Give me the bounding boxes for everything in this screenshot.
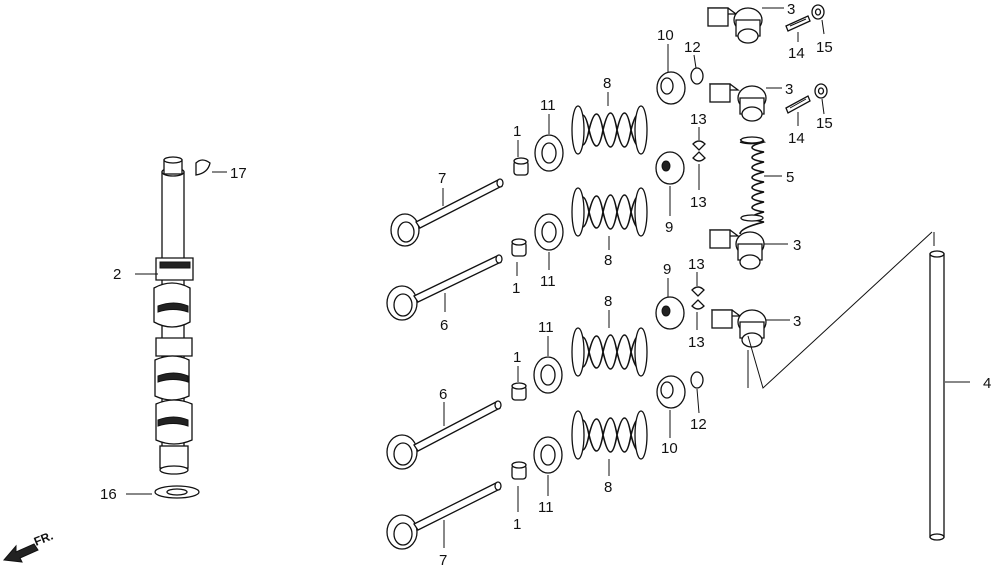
callout-13-row2b: 13 (688, 334, 705, 351)
callout-1-row1: 1 (513, 123, 521, 140)
callout-13-row1a: 13 (690, 111, 707, 128)
callout-16: 16 (100, 486, 117, 503)
spring-seat-row4 (533, 436, 563, 474)
callout-17: 17 (230, 165, 247, 182)
callout-13-row2a: 13 (688, 256, 705, 273)
callout-6-lower: 6 (439, 386, 447, 403)
valve-spring-row2 (571, 187, 648, 237)
callout-7-top: 7 (438, 170, 446, 187)
lock-nut-lower (814, 83, 828, 99)
spring-seat-row3 (533, 356, 563, 394)
callout-8-row2: 8 (604, 252, 612, 269)
rocker-spring (739, 136, 767, 235)
callout-8-row1: 8 (603, 75, 611, 92)
callout-labels: 17 2 16 7 6 6 7 1 1 1 1 11 11 11 11 8 8 … (100, 1, 991, 569)
callout-3-3: 3 (793, 237, 801, 254)
retainer-9-lower (655, 296, 685, 330)
callout-9-upper: 9 (665, 219, 673, 236)
valve-bottom-7 (386, 481, 502, 550)
lock-nut-upper (811, 4, 825, 20)
callout-11-row1: 11 (540, 97, 556, 114)
rocker-arm-4 (711, 309, 767, 348)
rocker-arm-1 (707, 7, 763, 44)
valve-spring-row1 (571, 105, 648, 155)
spring-seat-row2 (534, 213, 564, 251)
valve-cap-lower (690, 371, 704, 389)
retainer-10-upper (656, 71, 686, 105)
stem-seal-row2 (511, 238, 527, 257)
callout-11-row4: 11 (538, 499, 554, 516)
callout-12-lower: 12 (690, 416, 707, 433)
woodruff-key (195, 159, 227, 176)
callout-14-upper: 14 (788, 45, 805, 62)
camshaft (153, 156, 194, 475)
callout-1-row2: 1 (512, 280, 520, 297)
stem-seal-row1 (513, 157, 529, 176)
spring-seat-row1 (534, 134, 564, 172)
valve-spring-row4 (571, 410, 648, 460)
callout-7-bottom: 7 (439, 552, 447, 569)
adjusting-screw-lower (785, 95, 811, 114)
callout-1-row4: 1 (513, 516, 521, 533)
callout-4: 4 (983, 375, 991, 392)
callout-15-upper: 15 (816, 39, 833, 56)
front-direction-label: FR. (32, 529, 55, 549)
callout-13-row1b: 13 (690, 194, 707, 211)
callout-10-upper: 10 (657, 27, 674, 44)
callout-11-row2: 11 (540, 273, 556, 290)
thrust-washer (126, 485, 200, 499)
stem-seal-row3 (511, 382, 527, 401)
valve-cotters-lower (691, 286, 705, 310)
valve-spring-row3 (571, 327, 648, 377)
callout-5: 5 (786, 169, 794, 186)
callout-10-lower: 10 (661, 440, 678, 457)
push-rod (929, 250, 945, 541)
callout-14-lower: 14 (788, 130, 805, 147)
callout-6-upper: 6 (440, 317, 448, 334)
retainer-10-lower (656, 375, 686, 409)
callout-8-row3: 8 (604, 293, 612, 310)
callout-3-4: 3 (793, 313, 801, 330)
callout-1-row3: 1 (513, 349, 521, 366)
stem-seal-row4 (511, 461, 527, 480)
callout-2: 2 (113, 266, 121, 283)
front-direction-arrow: FR. (3, 529, 55, 563)
adjusting-screw-upper (785, 15, 811, 32)
callout-8-row4: 8 (604, 479, 612, 496)
callout-3-2: 3 (785, 81, 793, 98)
callout-3-1: 3 (787, 1, 795, 18)
rocker-arm-2 (709, 83, 767, 122)
valve-cap-upper (690, 67, 704, 85)
callout-11-row3: 11 (538, 319, 554, 336)
valve-cotters-upper (692, 140, 706, 162)
rocker-arm-3 (709, 229, 765, 270)
callout-12-upper: 12 (684, 39, 701, 56)
retainer-9-upper (655, 151, 685, 185)
valve-6-upper (386, 254, 503, 321)
callout-9-lower: 9 (663, 261, 671, 278)
callout-15-lower: 15 (816, 115, 833, 132)
valve-top-7 (390, 178, 504, 247)
valve-6-lower (386, 400, 502, 470)
